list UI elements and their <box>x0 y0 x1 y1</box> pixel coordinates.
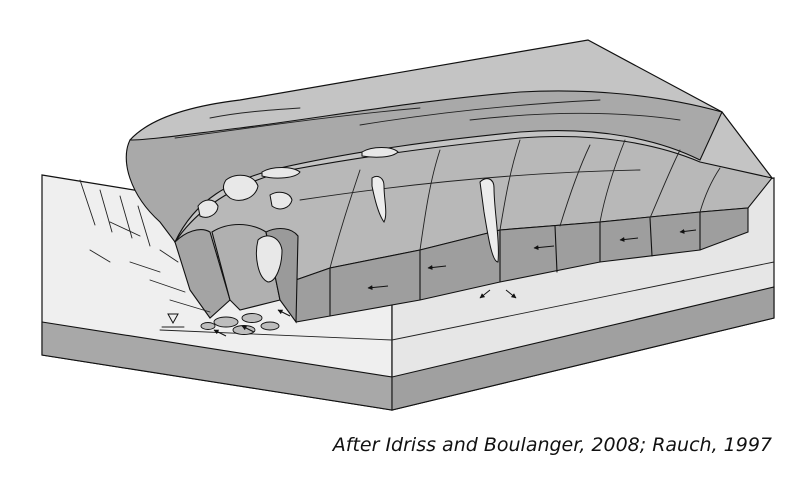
figure-caption: After Idriss and Boulanger, 2008; Rauch,… <box>333 434 772 456</box>
